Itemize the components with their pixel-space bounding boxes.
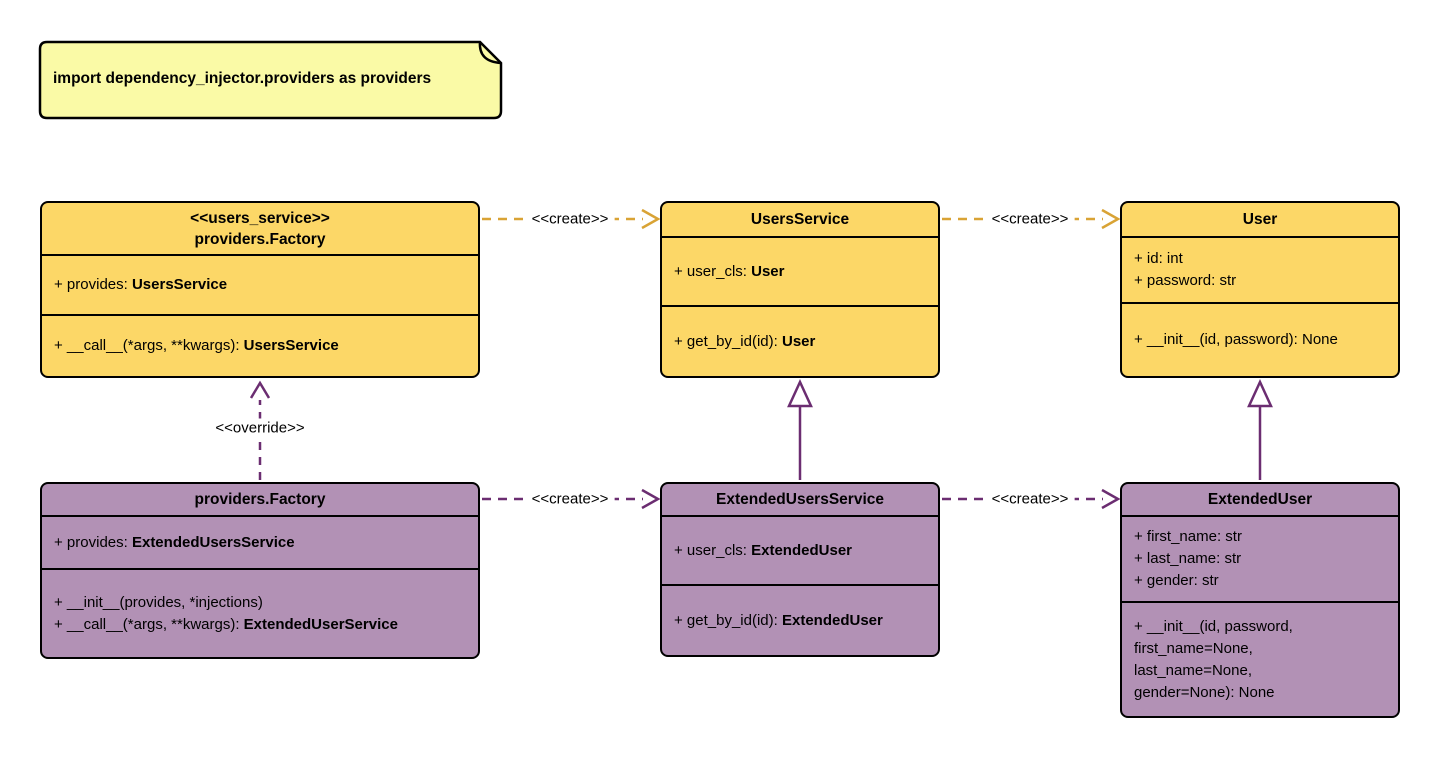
class-user: User + id: int + password: str + __init_… — [1120, 201, 1400, 378]
class-factory-extended: providers.Factory + provides: ExtendedUs… — [40, 482, 480, 659]
class-header: ExtendedUsersService — [662, 484, 938, 517]
inheritance-edge-services — [787, 378, 813, 480]
class-users-service: UsersService + user_cls: User + get_by_i… — [660, 201, 940, 378]
methods-section: + __init__(provides, *injections) + __ca… — [42, 570, 478, 657]
methods-section: + __init__(id, password, first_name=None… — [1122, 603, 1398, 716]
method-line: gender=None): None — [1134, 683, 1275, 701]
class-extended-users-service: ExtendedUsersService + user_cls: Extende… — [660, 482, 940, 657]
attributes-section: + first_name: str + last_name: str + gen… — [1122, 517, 1398, 603]
class-name: UsersService — [750, 211, 850, 228]
edge-label-create-2: <<create>> — [985, 209, 1075, 229]
class-header: providers.Factory — [42, 484, 478, 517]
class-stereotype: <<users_service>> — [190, 209, 330, 227]
class-header: UsersService — [662, 203, 938, 238]
attribute-line: + password: str — [1134, 272, 1237, 289]
method-line: + __init__(id, password): None — [1134, 331, 1338, 348]
attribute-line: + first_name: str — [1134, 528, 1242, 545]
method-line: first_name=None, — [1134, 639, 1253, 657]
edge-label-create-1: <<create>> — [525, 209, 615, 229]
attribute-line: + last_name: str — [1134, 550, 1242, 567]
edge-label-override: <<override>> — [209, 418, 311, 438]
override-edge — [249, 380, 271, 480]
methods-section: + __call__(*args, **kwargs): UsersServic… — [42, 316, 478, 376]
attribute-line: + user_cls: ExtendedUser — [674, 541, 852, 559]
attributes-section: + user_cls: User — [662, 238, 938, 307]
attribute-line: + provides: ExtendedUsersService — [54, 533, 295, 551]
inheritance-edge-users — [1247, 378, 1273, 480]
note: import dependency_injector.providers as … — [38, 40, 503, 120]
edge-label-create-4: <<create>> — [985, 489, 1075, 509]
attribute-line: + id: int — [1134, 250, 1183, 267]
method-line: + __call__(*args, **kwargs): UsersServic… — [54, 337, 339, 354]
class-name: providers.Factory — [194, 491, 326, 508]
class-header: ExtendedUser — [1122, 484, 1398, 517]
attribute-line: + gender: str — [1134, 572, 1219, 589]
attribute-line: + user_cls: User — [674, 262, 785, 280]
class-name: User — [1242, 211, 1278, 228]
method-line: + get_by_id(id): ExtendedUser — [674, 611, 883, 629]
method-line: last_name=None, — [1134, 661, 1252, 679]
attributes-section: + provides: UsersService — [42, 256, 478, 316]
method-line: + __init__(provides, *injections) — [54, 593, 263, 611]
class-header: <<users_service>> providers.Factory — [42, 203, 478, 256]
methods-section: + get_by_id(id): ExtendedUser — [662, 586, 938, 655]
class-factory-users-service: <<users_service>> providers.Factory + pr… — [40, 201, 480, 378]
class-name: providers.Factory — [194, 230, 326, 248]
note-shape — [38, 40, 503, 120]
attributes-section: + user_cls: ExtendedUser — [662, 517, 938, 586]
edge-label-create-3: <<create>> — [525, 489, 615, 509]
attributes-section: + provides: ExtendedUsersService — [42, 517, 478, 570]
methods-section: + get_by_id(id): User — [662, 307, 938, 376]
note-text: import dependency_injector.providers as … — [53, 70, 432, 87]
method-line: + __call__(*args, **kwargs): ExtendedUse… — [54, 615, 398, 633]
note-fold-icon — [478, 41, 502, 65]
method-line: + get_by_id(id): User — [674, 332, 816, 350]
class-name: ExtendedUsersService — [715, 491, 884, 508]
class-header: User — [1122, 203, 1398, 238]
method-line: + __init__(id, password, — [1134, 617, 1293, 635]
class-name: ExtendedUser — [1207, 491, 1313, 508]
attribute-line: + provides: UsersService — [54, 276, 228, 293]
attributes-section: + id: int + password: str — [1122, 238, 1398, 304]
methods-section: + __init__(id, password): None — [1122, 304, 1398, 376]
class-extended-user: ExtendedUser + first_name: str + last_na… — [1120, 482, 1400, 718]
